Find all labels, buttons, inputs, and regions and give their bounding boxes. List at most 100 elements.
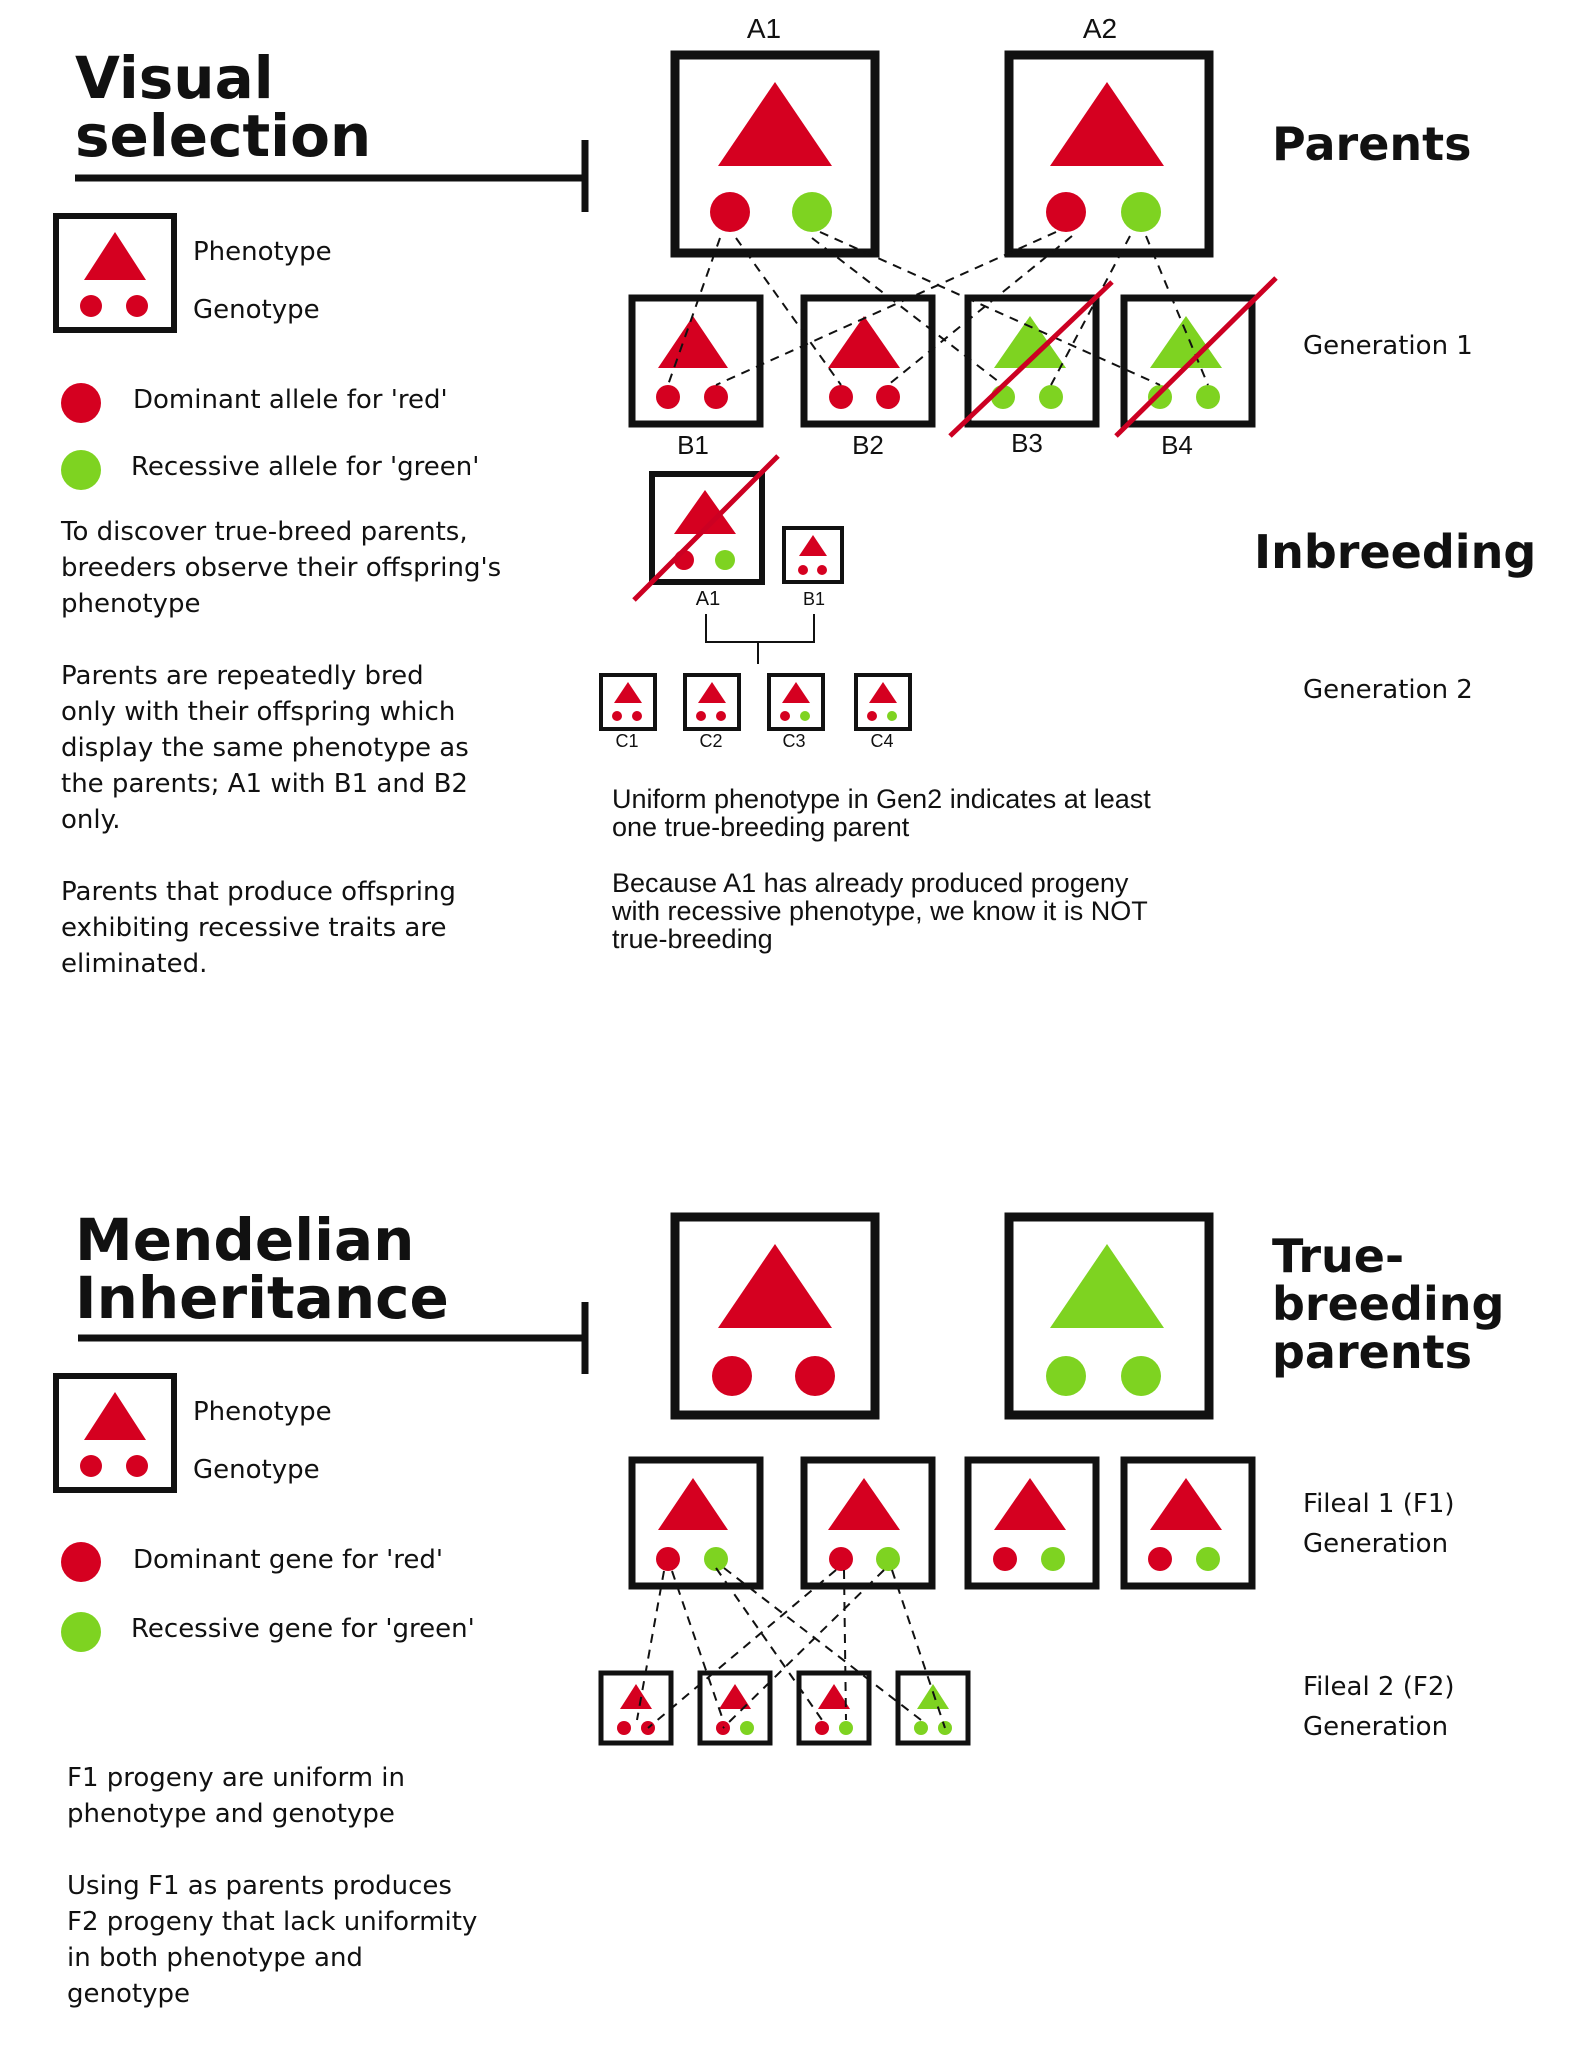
section-mendelian-inheritance: Mendelian Inheritance Phenotype Genotype… [53, 1206, 1504, 2009]
legend-genotype-label: Genotype [193, 1455, 320, 1485]
recessive-allele-icon [61, 450, 101, 490]
paragraph-line: F2 progeny that lack uniformity [67, 1907, 477, 1937]
paragraph-line: genotype [67, 1979, 190, 2009]
paragraph-line: the parents; A1 with B1 and B2 [61, 769, 468, 799]
legend-box [53, 1373, 177, 1493]
offspring-b1 [628, 294, 764, 428]
recessive-gene-icon [61, 1612, 101, 1652]
offspring-label-c1: C1 [615, 731, 638, 751]
eliminated-cross [632, 454, 780, 602]
legend-dominant-label: Dominant gene for 'red' [133, 1545, 443, 1575]
f1-offspring [800, 1456, 936, 1590]
note-line: with recessive phenotype, we know it is … [611, 896, 1148, 926]
paragraph-line: in both phenotype and [67, 1943, 363, 1973]
f1-label-line: Generation [1303, 1529, 1448, 1559]
true-breeding-heading-line: breeding [1272, 1277, 1504, 1331]
true-breeding-heading-line: True- [1272, 1229, 1404, 1283]
paragraph-line: Parents that produce offspring [61, 877, 456, 907]
offspring-label-c4: C4 [870, 731, 893, 751]
allele-icon [1121, 192, 1161, 232]
f2-offspring [697, 1670, 773, 1746]
legend-box [53, 213, 177, 333]
eliminated-cross [1114, 276, 1278, 438]
offspring-label-b4: B4 [1161, 430, 1193, 460]
cross-bracket [705, 614, 815, 664]
inbreeding-a1 [649, 471, 765, 585]
paragraph-line: breeders observe their offspring's [61, 553, 501, 583]
legend-phenotype-label: Phenotype [193, 1397, 332, 1427]
allele-icon [1046, 192, 1086, 232]
offspring-label-b2: B2 [852, 430, 884, 460]
section-title-line2: selection [75, 102, 371, 170]
legend-phenotype-label: Phenotype [193, 237, 332, 267]
parent-red [670, 1212, 880, 1420]
f2-label-line: Generation [1303, 1712, 1448, 1742]
generation2-label: Generation 2 [1303, 675, 1473, 705]
offspring-b2 [800, 294, 936, 428]
inheritance-lines [636, 1567, 946, 1729]
paragraph-line: display the same phenotype as [61, 733, 469, 763]
f1-offspring [964, 1456, 1100, 1590]
offspring-label-c2: C2 [699, 731, 722, 751]
legend-allele-icon [126, 1455, 148, 1477]
paragraph-line: only. [61, 805, 121, 835]
allele-icon [710, 192, 750, 232]
paragraph-line: phenotype [61, 589, 200, 619]
legend: Phenotype Genotype Dominant allele for '… [53, 213, 479, 490]
f2-offspring [796, 1670, 872, 1746]
offspring-label-b1: B1 [677, 430, 709, 460]
generation1-label: Generation 1 [1303, 331, 1473, 361]
f2-offspring [895, 1670, 971, 1746]
f2-offspring [598, 1670, 674, 1746]
note-line: Uniform phenotype in Gen2 indicates at l… [612, 784, 1151, 814]
paragraph-line: only with their offspring which [61, 697, 455, 727]
inbreeding-b1 [782, 526, 844, 584]
inbreeding-label-a1: A1 [696, 588, 720, 610]
parent-label-a1: A1 [747, 13, 781, 44]
dominant-gene-icon [61, 1542, 101, 1582]
section-title-line2: Inheritance [75, 1264, 449, 1332]
paragraph-line: Using F1 as parents produces [67, 1871, 452, 1901]
paragraph-line: F1 progeny are uniform in [67, 1763, 405, 1793]
f1-label-line: Fileal 1 (F1) [1303, 1489, 1455, 1519]
parents-heading: Parents [1272, 117, 1472, 171]
legend: Phenotype Genotype Dominant gene for 're… [53, 1373, 475, 1652]
offspring-b4 [1120, 294, 1256, 428]
offspring-c1 [599, 673, 657, 731]
allele-icon [792, 192, 832, 232]
offspring-label-c3: C3 [782, 731, 805, 751]
legend-phenotype-triangle-icon [84, 232, 146, 280]
paragraph-line: Parents are repeatedly bred [61, 661, 424, 691]
legend-allele-icon [80, 295, 102, 317]
legend-allele-icon [80, 1455, 102, 1477]
paragraph-line: To discover true-breed parents, [60, 517, 468, 547]
parent-a1 [670, 50, 880, 258]
legend-recessive-label: Recessive gene for 'green' [131, 1614, 475, 1644]
legend-genotype-label: Genotype [193, 295, 320, 325]
note-line: Because A1 has already produced progeny [612, 868, 1129, 898]
f1-offspring [1120, 1456, 1256, 1590]
parent-green [1004, 1212, 1214, 1420]
parent-label-a2: A2 [1083, 13, 1117, 44]
legend-phenotype-triangle-icon [84, 1392, 146, 1440]
inheritance-lines [667, 231, 1209, 386]
legend-dominant-label: Dominant allele for 'red' [133, 385, 448, 415]
section-visual-selection: Visual selection Phenotype Genotype Domi… [53, 13, 1536, 979]
f1-offspring [628, 1456, 764, 1590]
offspring-b3 [964, 294, 1100, 428]
offspring-c2 [683, 673, 741, 731]
paragraph-line: eliminated. [61, 949, 207, 979]
offspring-c4 [854, 673, 912, 731]
legend-allele-icon [126, 295, 148, 317]
inbreeding-label-b1: B1 [803, 589, 825, 609]
phenotype-triangle-icon [1050, 82, 1164, 166]
offspring-c3 [767, 673, 825, 731]
offspring-label-b3: B3 [1011, 428, 1043, 458]
note-line: true-breeding [612, 924, 773, 954]
true-breeding-heading-line: parents [1272, 1325, 1472, 1379]
section-title-line1: Mendelian [75, 1206, 414, 1274]
note-line: one true-breeding parent [612, 812, 910, 842]
dominant-allele-icon [61, 383, 101, 423]
f2-label-line: Fileal 2 (F2) [1303, 1672, 1455, 1702]
